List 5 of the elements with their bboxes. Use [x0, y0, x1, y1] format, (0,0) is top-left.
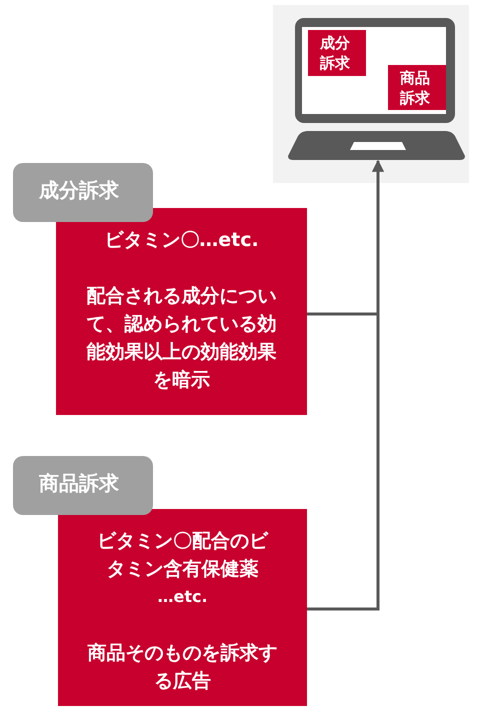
description-text: 配合される成分について、認められている効能効果以上の効能効果を暗示	[86, 284, 278, 393]
example-text: ビタミン〇…etc.	[103, 228, 260, 253]
description-text: 商品そのものを訴求する広告	[86, 641, 278, 694]
example-text: …etc.	[156, 586, 209, 608]
example-text: ビタミン〇配合のビタミン含有保健薬	[96, 529, 270, 582]
